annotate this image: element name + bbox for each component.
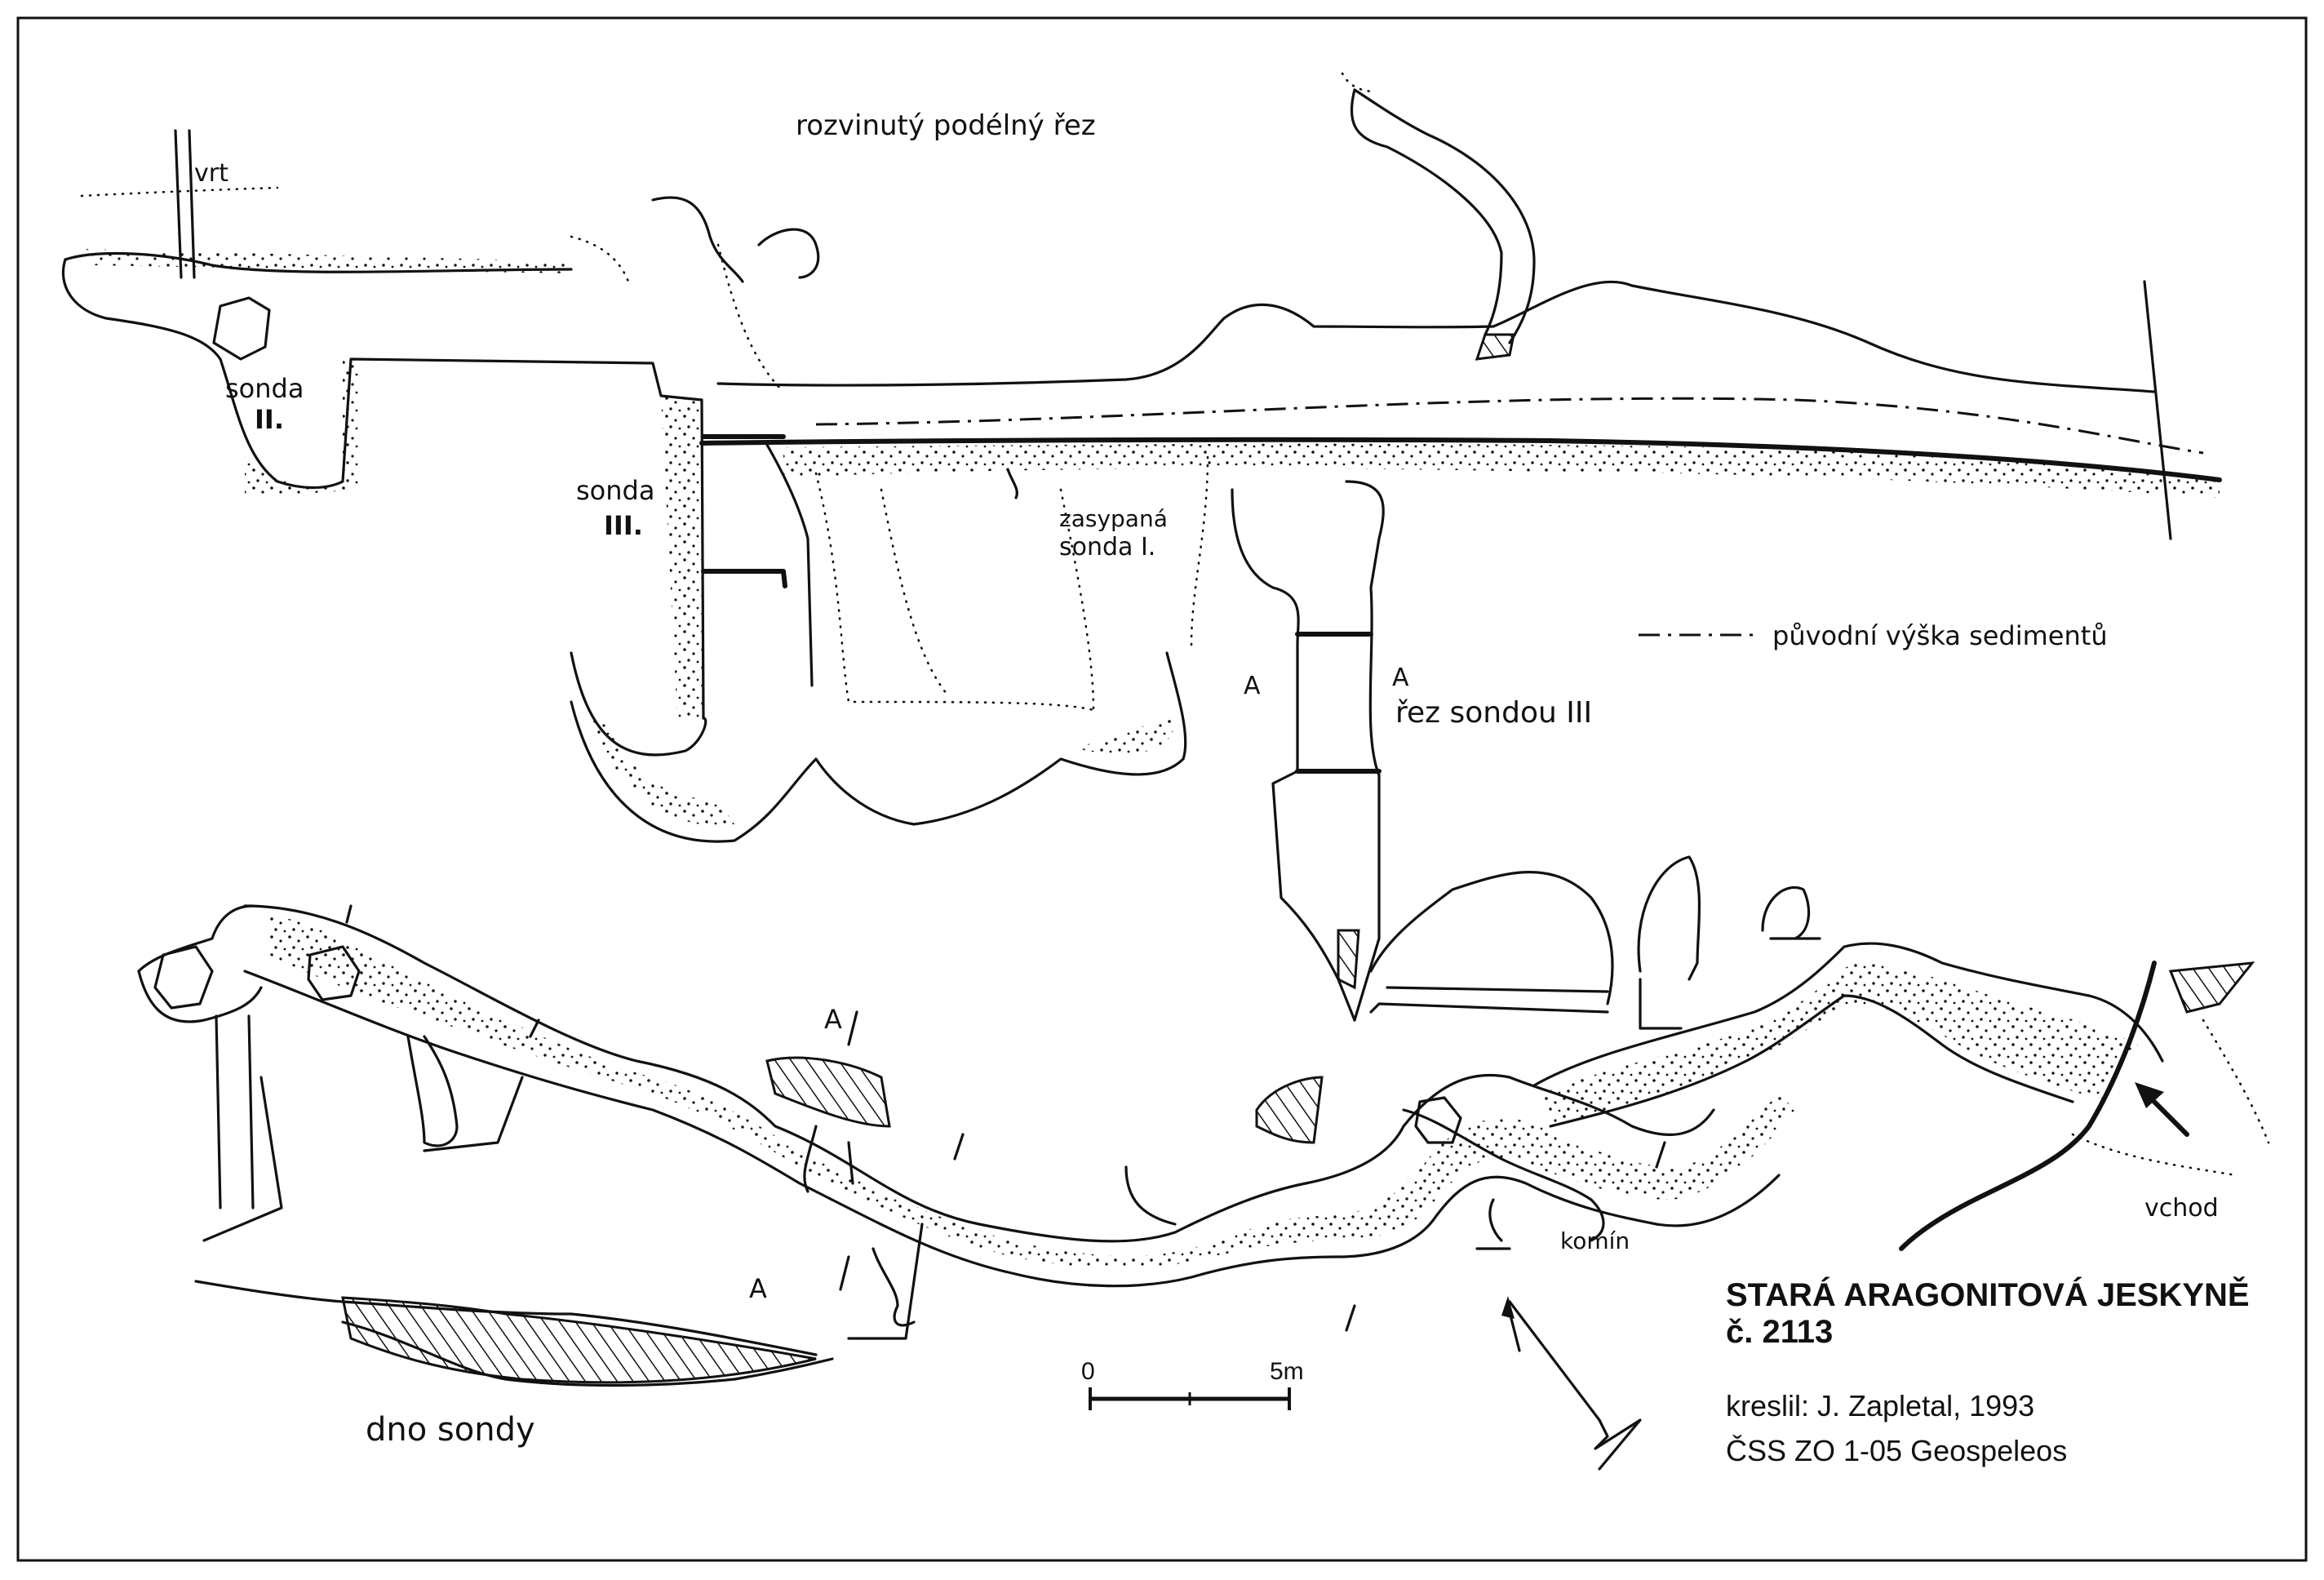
- label-vchod: vchod: [2144, 1194, 2219, 1223]
- cave-plan: [137, 855, 2270, 1387]
- label-sonda-iii-line2: III.: [604, 510, 643, 541]
- entrance-arrow-icon: [2135, 1082, 2189, 1137]
- scale-bar: 0 5m: [1081, 1358, 1304, 1410]
- label-sonda-ii-line1: sonda: [225, 373, 304, 404]
- map-frame: [16, 16, 2308, 1562]
- profile-title: rozvinutý podélný řez: [796, 109, 1096, 142]
- label-rez-sondou: řez sondou III: [1395, 696, 1592, 730]
- legend-sediment: původní výška sedimentů: [1639, 620, 2108, 651]
- scale-end-label: 5m: [1270, 1358, 1304, 1385]
- cave-number: č. 2113: [1726, 1314, 1833, 1350]
- organization-credit: ČSS ZO 1-05 Geospeleos: [1726, 1434, 2067, 1467]
- cut-markers: [345, 904, 1666, 1332]
- author-credit: kreslil: J. Zapletal, 1993: [1726, 1389, 2034, 1422]
- title-block: STARÁ ARAGONITOVÁ JESKYNĚ č. 2113 kresli…: [1726, 1276, 2250, 1467]
- label-dno-sondy: dno sondy: [366, 1411, 535, 1449]
- label-komin: komín: [1560, 1227, 1630, 1254]
- label-zasypana-line1: zasypaná: [1059, 505, 1168, 532]
- north-arrow-icon: [1501, 1296, 1642, 1471]
- scale-start-label: 0: [1081, 1358, 1095, 1385]
- cave-title: STARÁ ARAGONITOVÁ JESKYNĚ: [1726, 1276, 2250, 1313]
- section-marker-a-plan-upper: A: [824, 1004, 842, 1035]
- label-sonda-iii-line1: sonda: [576, 475, 654, 506]
- label-vrt: vrt: [194, 159, 228, 188]
- longitudinal-profile: [61, 72, 2222, 1022]
- section-marker-a-rez: A: [1392, 664, 1409, 692]
- label-zasypana-line2: sonda I.: [1059, 533, 1155, 561]
- legend-sediment-label: původní výška sedimentů: [1772, 620, 2108, 651]
- label-sonda-ii-line2: II.: [255, 404, 284, 435]
- section-marker-a-profile: A: [1244, 672, 1261, 700]
- section-marker-a-plan-lower: A: [749, 1273, 767, 1304]
